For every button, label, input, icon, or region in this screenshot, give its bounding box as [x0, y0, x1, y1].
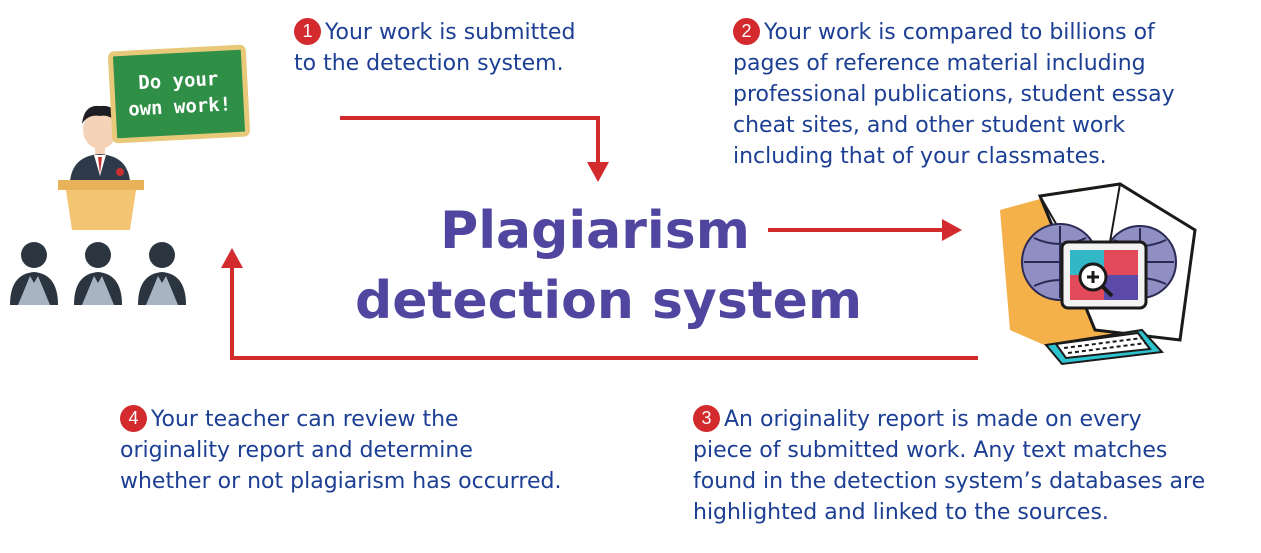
students-illustration — [10, 242, 186, 305]
step-text-line: whether or not plagiarism has occurred. — [120, 469, 562, 494]
step-text-line: An originality report is made on every — [724, 407, 1142, 432]
step-text-line: pages of reference material including — [733, 51, 1146, 76]
computer-illustration — [1000, 182, 1197, 366]
step-text-line: Your work is submitted — [325, 20, 576, 45]
step-text-line: Your work is compared to billions of — [764, 20, 1155, 45]
arrow-submit — [340, 116, 609, 182]
step-text-line: including that of your classmates. — [733, 144, 1107, 169]
chalkboard: Do your own work! — [107, 44, 251, 144]
step-text-line: professional publications, student essay — [733, 82, 1175, 107]
step-text-line: found in the detection system’s database… — [693, 469, 1206, 494]
teacher-illustration — [58, 105, 144, 230]
step-text-line: piece of submitted work. Any text matche… — [693, 438, 1168, 463]
step-text-line: Your teacher can review the — [151, 407, 459, 432]
step-number-badge: 4 — [120, 405, 147, 432]
step-text-line: to the detection system. — [294, 51, 564, 76]
arrow-compare — [768, 219, 962, 241]
step-text-line: originality report and determine — [120, 438, 473, 463]
step-text-line: cheat sites, and other student work — [733, 113, 1126, 138]
chalkboard-text: Do your own work! — [127, 67, 232, 121]
step-number-badge: 1 — [294, 18, 321, 45]
center-title-line2: detection system — [355, 271, 863, 331]
center-title: Plagiarism detection system — [355, 196, 863, 336]
step-number-badge: 3 — [693, 405, 720, 432]
step-number-badge: 2 — [733, 18, 760, 45]
step-text-line: highlighted and linked to the sources. — [693, 500, 1109, 525]
center-title-line1: Plagiarism — [440, 201, 750, 261]
arrow-report — [221, 248, 978, 360]
